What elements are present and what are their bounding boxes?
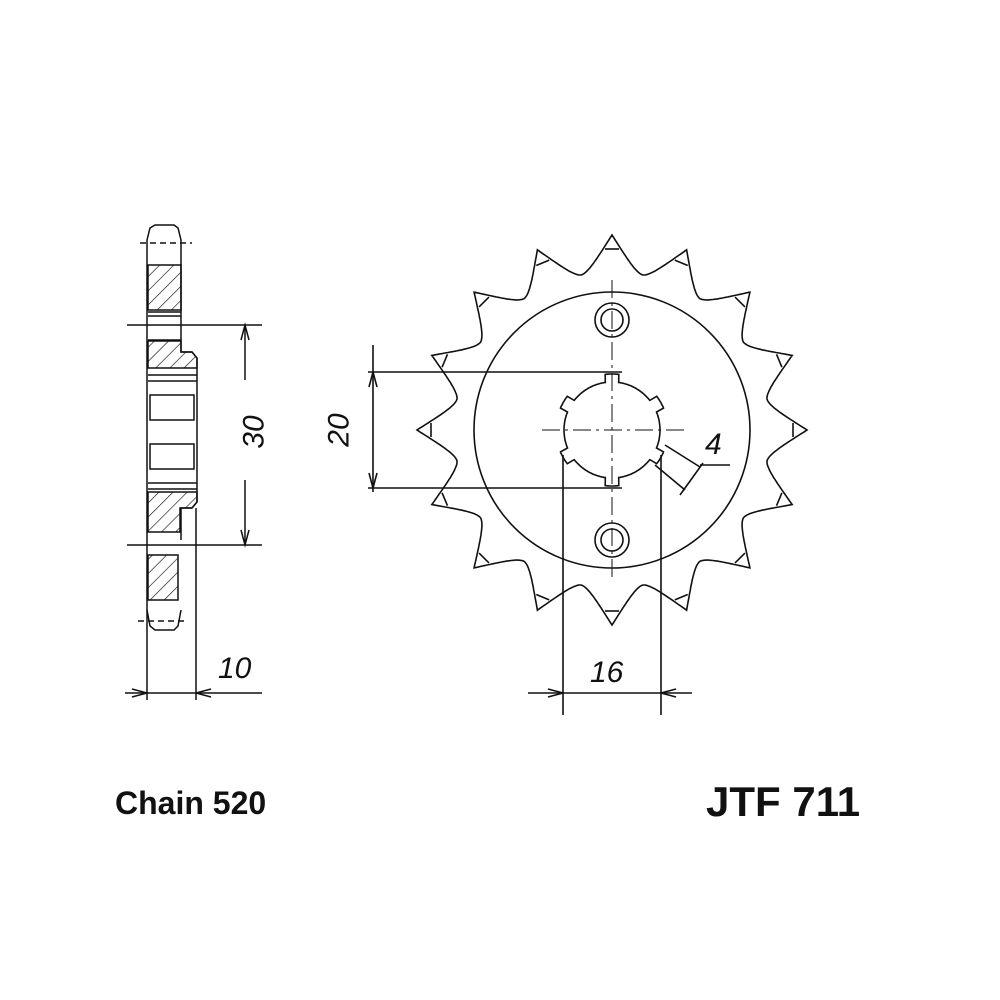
- tooth-tip-line: [734, 296, 746, 308]
- front-view: [368, 233, 809, 715]
- tooth-tip-line: [535, 593, 550, 601]
- tooth-tip-line: [478, 296, 490, 308]
- dimension-spline-16: 16: [590, 656, 624, 689]
- tooth-tip-marks: [430, 248, 794, 612]
- dimension-spline-20: 20: [322, 413, 356, 447]
- spline-hole: [559, 373, 665, 487]
- tooth-tip-line: [674, 593, 689, 601]
- tooth-tip-line: [775, 353, 783, 368]
- tooth-tip-line: [441, 492, 449, 507]
- chain-label: Chain 520: [115, 785, 267, 821]
- tooth-tip-line: [674, 259, 689, 267]
- dimension-width-10: 10: [218, 652, 252, 685]
- tooth-tip-line: [441, 353, 449, 368]
- side-view: [125, 224, 262, 700]
- center-lines: [542, 280, 685, 580]
- tooth-tip-line: [478, 552, 490, 564]
- sprocket-teeth-outline: [415, 233, 809, 627]
- tooth-tip-line: [775, 492, 783, 507]
- tooth-tip-line: [734, 552, 746, 564]
- tooth-tip-line: [535, 259, 550, 267]
- part-number: JTF 711: [706, 778, 861, 825]
- dimension-hub-30: 30: [237, 415, 271, 449]
- dimension-key-4: 4: [705, 428, 722, 461]
